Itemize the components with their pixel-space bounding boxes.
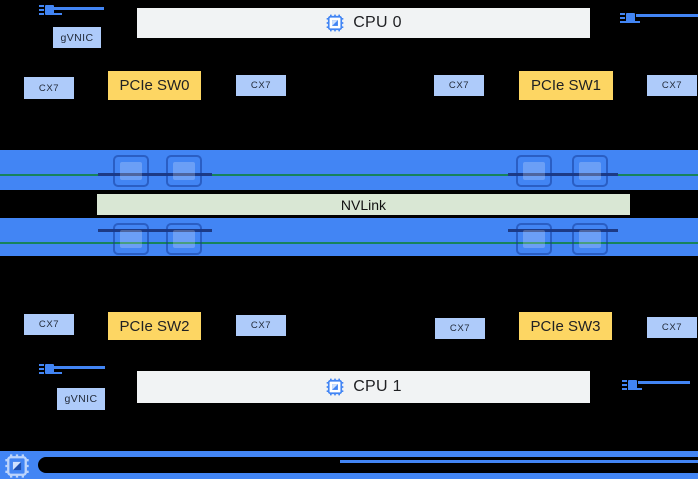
gpu-bar-bottom: [0, 218, 698, 256]
nvlink-trace: [0, 174, 698, 176]
gpu-chip-icon: [113, 155, 149, 187]
gvnic-box-bottom: gVNIC: [57, 388, 105, 410]
cx7-label: CX7: [448, 80, 470, 91]
cx7-box: CX7: [647, 317, 697, 338]
cx7-label: CX7: [250, 80, 272, 91]
cx7-box: CX7: [24, 314, 74, 335]
gpu-bar-top: [0, 150, 698, 190]
nic-link-line: [636, 14, 698, 17]
gvnic-label: gVNIC: [64, 393, 98, 405]
nvlink-label: NVLink: [340, 196, 387, 213]
cx7-box: CX7: [236, 315, 286, 336]
pcie-sw0-label: PCIe SW0: [119, 77, 190, 94]
cx7-label: CX7: [661, 80, 683, 91]
nvlink-trace: [508, 173, 618, 176]
nvlink-trace: [0, 242, 698, 244]
nic-link-line: [628, 388, 642, 390]
cpu0-label: CPU 0: [353, 14, 402, 31]
nvlink-trace: [98, 173, 212, 176]
cx7-box: CX7: [435, 318, 485, 339]
pcie-sw3-box: PCIe SW3: [519, 312, 612, 340]
nic-link-line: [624, 21, 640, 23]
chip-icon-light: [5, 454, 29, 478]
nic-link-line: [50, 372, 62, 374]
gpu-chip-icon: [113, 223, 149, 255]
pcie-sw2-label: PCIe SW2: [119, 317, 190, 335]
nvlink-trace: [98, 229, 212, 232]
pcie-sw3-label: PCIe SW3: [530, 317, 601, 335]
cx7-box: CX7: [647, 75, 697, 96]
nvlink-bar: NVLink: [95, 192, 632, 217]
gpu-chip-icon: [516, 155, 552, 187]
nic-link-line: [638, 381, 690, 384]
nic-icon: [622, 379, 638, 392]
gvnic-label: gVNIC: [60, 31, 94, 44]
cx7-label: CX7: [250, 320, 272, 331]
nic-icon: [39, 4, 55, 17]
gpu-chip-icon: [572, 223, 608, 255]
cx7-label: CX7: [38, 82, 60, 94]
gpu-chip-icon: [166, 155, 202, 187]
cpu0-bar: CPU 0: [137, 8, 590, 38]
gpu-chip-icon: [572, 155, 608, 187]
pcie-sw1-label: PCIe SW1: [530, 77, 602, 94]
cx7-box: CX7: [24, 77, 74, 99]
nic-icon: [620, 12, 636, 25]
pcie-sw1-box: PCIe SW1: [519, 71, 613, 100]
network-link-line: [340, 460, 698, 463]
nic-icon: [39, 363, 55, 376]
gpu-chip-icon: [516, 223, 552, 255]
chip-icon: [326, 378, 344, 396]
nic-link-line: [50, 13, 62, 15]
gvnic-box-top: gVNIC: [53, 27, 101, 48]
cx7-label: CX7: [38, 319, 60, 330]
nic-link-line: [54, 366, 105, 369]
cx7-box: CX7: [236, 75, 286, 96]
cpu1-bar: CPU 1: [137, 371, 590, 403]
pcie-sw2-box: PCIe SW2: [108, 312, 201, 340]
nvlink-trace: [508, 229, 618, 232]
chip-icon: [326, 14, 344, 32]
cx7-box: CX7: [434, 75, 484, 96]
cx7-label: CX7: [449, 323, 471, 334]
cx7-label: CX7: [661, 322, 683, 333]
gpu-chip-icon: [166, 223, 202, 255]
cpu1-label: CPU 1: [353, 378, 402, 395]
nic-link-line: [54, 7, 104, 10]
pcie-sw0-box: PCIe SW0: [108, 71, 201, 100]
